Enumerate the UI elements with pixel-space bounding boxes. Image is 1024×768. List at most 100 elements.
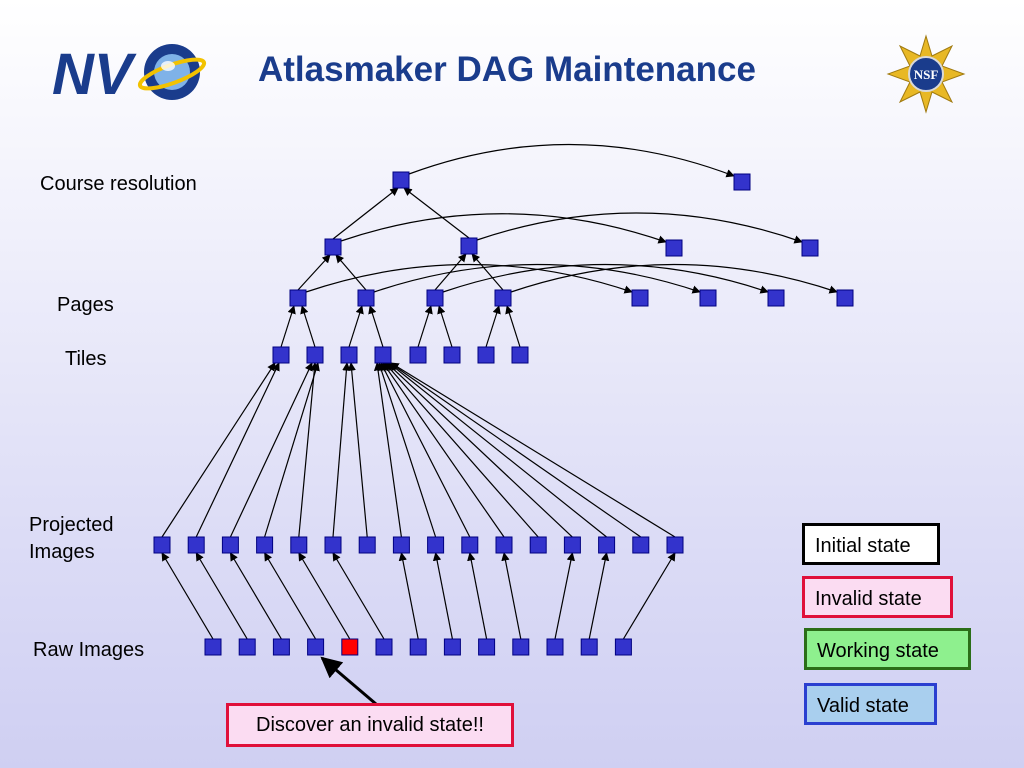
- legend-working-state: Working state: [804, 628, 971, 670]
- raw-image-node: [614, 638, 632, 656]
- edge-projected-to-tile: [229, 362, 313, 538]
- row-label-pages: Pages: [57, 294, 114, 316]
- legend-initial-label: Initial state: [815, 535, 911, 557]
- course-node: [392, 171, 410, 189]
- row-label-raw-images: Raw Images: [33, 639, 145, 661]
- edge-page-to-mid: [297, 254, 331, 291]
- page-node: [426, 289, 444, 307]
- projected-image-node: [324, 536, 342, 554]
- edge-projected-to-tile: [382, 362, 505, 538]
- edge-projected-to-tile: [195, 362, 280, 538]
- page-node: [357, 289, 375, 307]
- edge-tile-to-page: [348, 305, 364, 348]
- edge-tile-to-page: [437, 305, 453, 348]
- raw-image-node: [204, 638, 222, 656]
- projected-image-node: [187, 536, 205, 554]
- edge-mid-to-course: [403, 187, 470, 239]
- projected-image-node: [392, 536, 410, 554]
- edge-page-arc: [510, 263, 838, 294]
- edge-raw-to-projected: [264, 552, 317, 640]
- tile-node: [340, 346, 358, 364]
- invalid-raw-image-node: [341, 638, 359, 656]
- page-node: [631, 289, 649, 307]
- edge-projected-to-tile: [390, 362, 676, 538]
- edge-raw-to-projected: [229, 552, 282, 640]
- tile-node: [477, 346, 495, 364]
- edge-tile-to-page: [300, 305, 316, 348]
- edge-raw-to-projected: [467, 552, 488, 640]
- legend-invalid-label: Invalid state: [815, 588, 922, 610]
- edge-raw-to-projected: [554, 552, 576, 640]
- edge-raw-to-projected: [398, 552, 419, 640]
- tile-node: [306, 346, 324, 364]
- edge-raw-to-projected: [501, 552, 522, 640]
- mid-node: [460, 237, 478, 255]
- raw-image-node: [375, 638, 393, 656]
- edge-page-arc: [305, 263, 633, 294]
- edge-raw-to-projected: [195, 552, 248, 640]
- edge-projected-to-tile: [264, 362, 320, 538]
- callout-pointer-arrow: [320, 656, 377, 706]
- edge-projected-to-tile: [384, 362, 539, 538]
- edge-mid-arc: [340, 213, 667, 244]
- projected-image-node: [563, 536, 581, 554]
- edge-raw-to-projected: [588, 552, 610, 640]
- edge-raw-to-projected: [622, 552, 676, 640]
- edge-projected-to-tile: [377, 362, 437, 538]
- edge-projected-to-tile: [332, 362, 351, 538]
- edge-tile-to-page: [368, 305, 384, 348]
- tile-node: [443, 346, 461, 364]
- edge-projected-to-tile: [388, 362, 607, 538]
- raw-image-node: [546, 638, 564, 656]
- edge-projected-to-tile: [298, 362, 319, 538]
- projected-image-node: [666, 536, 684, 554]
- row-label-projected-line1: Projected: [29, 514, 114, 536]
- nsf-logo-text: NSF: [914, 67, 939, 82]
- legend-invalid-state: Invalid state: [802, 576, 953, 618]
- projected-image-node: [529, 536, 547, 554]
- edge-projected-to-tile: [386, 362, 573, 538]
- legend-valid-state: Valid state: [804, 683, 937, 725]
- edge-projected-to-tile: [389, 362, 642, 538]
- mid-node: [324, 238, 342, 256]
- mid-node: [665, 239, 683, 257]
- nvo-logo: NV: [48, 36, 208, 107]
- nvo-logo-text: NV: [52, 42, 137, 106]
- projected-image-node: [358, 536, 376, 554]
- projected-image-node: [256, 536, 274, 554]
- edge-page-arc: [442, 263, 769, 294]
- raw-image-node: [272, 638, 290, 656]
- edge-projected-to-tile: [373, 362, 402, 538]
- row-label-projected-line2: Images: [29, 541, 95, 563]
- invalid-state-callout: Discover an invalid state!!: [226, 703, 514, 747]
- raw-image-node: [580, 638, 598, 656]
- edge-projected-to-tile: [347, 362, 368, 538]
- projected-image-node: [461, 536, 479, 554]
- edge-page-to-mid: [471, 253, 504, 291]
- edge-tile-to-page: [505, 305, 521, 348]
- projected-image-node: [495, 536, 513, 554]
- projected-image-node: [153, 536, 171, 554]
- row-label-tiles: Tiles: [65, 348, 107, 370]
- projected-image-node: [427, 536, 445, 554]
- edge-page-to-mid: [335, 254, 367, 291]
- projected-image-node: [598, 536, 616, 554]
- edge-raw-to-projected: [332, 552, 385, 640]
- page-title: Atlasmaker DAG Maintenance: [258, 50, 756, 89]
- projected-image-node: [632, 536, 650, 554]
- edge-tile-to-page: [280, 305, 296, 348]
- edge-tile-to-page: [485, 305, 501, 348]
- edge-projected-to-tile: [161, 362, 276, 538]
- raw-image-node: [238, 638, 256, 656]
- tile-node: [409, 346, 427, 364]
- edge-raw-to-projected: [432, 552, 453, 640]
- legend-initial-state: Initial state: [802, 523, 940, 565]
- raw-image-node: [409, 638, 427, 656]
- edge-page-arc: [373, 263, 701, 294]
- tile-node: [511, 346, 529, 364]
- edge-projected-to-tile: [380, 362, 471, 538]
- page-node: [699, 289, 717, 307]
- page-node: [836, 289, 854, 307]
- nsf-logo: NSF: [886, 34, 966, 114]
